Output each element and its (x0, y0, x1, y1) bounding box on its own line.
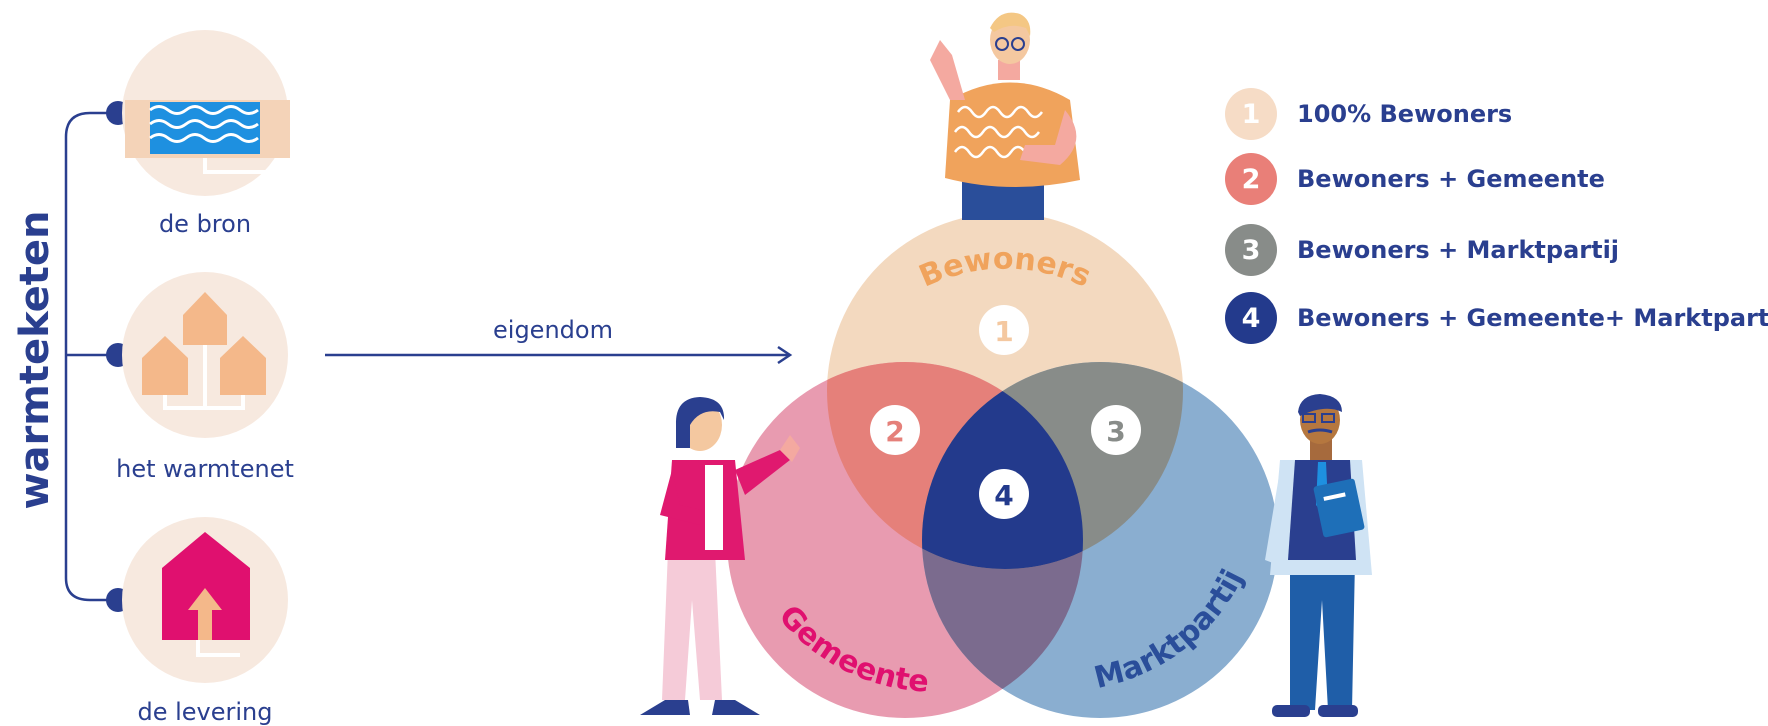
legend-badge-4: 4 (1225, 292, 1277, 344)
legend-item-2: 2 Bewoners + Gemeente (1225, 153, 1605, 205)
legend-item-4: 4 Bewoners + Gemeente+ Marktpartij (1225, 292, 1768, 344)
legend-badge-1: 1 (1225, 88, 1277, 140)
chain-label-warmtenet: het warmtenet (116, 455, 294, 483)
region-1: 1 (979, 305, 1029, 355)
venn-diagram: Bewoners Gemeente Marktpartij 1 2 3 4 (727, 213, 1278, 718)
legend-label-1: 100% Bewoners (1297, 100, 1513, 128)
legend-badge-3: 3 (1225, 224, 1277, 276)
svg-text:4: 4 (994, 479, 1013, 512)
chain-label-bron: de bron (158, 210, 252, 238)
person-gemeente-icon (640, 397, 800, 715)
region-4: 4 (979, 469, 1029, 519)
chain-title: warmteketen (12, 211, 58, 510)
heat-network-icon (122, 272, 288, 438)
region-2: 2 (870, 405, 920, 455)
legend-item-3: 3 Bewoners + Marktpartij (1225, 224, 1619, 276)
legend-label-3: Bewoners + Marktpartij (1297, 236, 1620, 264)
chain-bracket: warmteketen (12, 101, 130, 612)
eigendom-arrow (325, 345, 793, 365)
region-3: 3 (1091, 405, 1141, 455)
legend-label-4: Bewoners + Gemeente+ Marktpartij (1297, 304, 1768, 332)
svg-text:3: 3 (1106, 415, 1125, 448)
chain-label-levering: de levering (137, 698, 273, 726)
legend-label-2: Bewoners + Gemeente (1297, 165, 1605, 193)
person-marktpartij-icon (1265, 394, 1372, 717)
svg-text:1: 1 (994, 315, 1013, 348)
house-delivery-icon (122, 517, 288, 683)
person-bewoner-icon (930, 12, 1080, 220)
legend-badge-2: 2 (1225, 153, 1277, 205)
arrow-label: eigendom (493, 316, 613, 344)
svg-text:2: 2 (885, 415, 904, 448)
water-source-icon (122, 30, 290, 196)
legend-item-1: 1 100% Bewoners (1225, 88, 1512, 140)
